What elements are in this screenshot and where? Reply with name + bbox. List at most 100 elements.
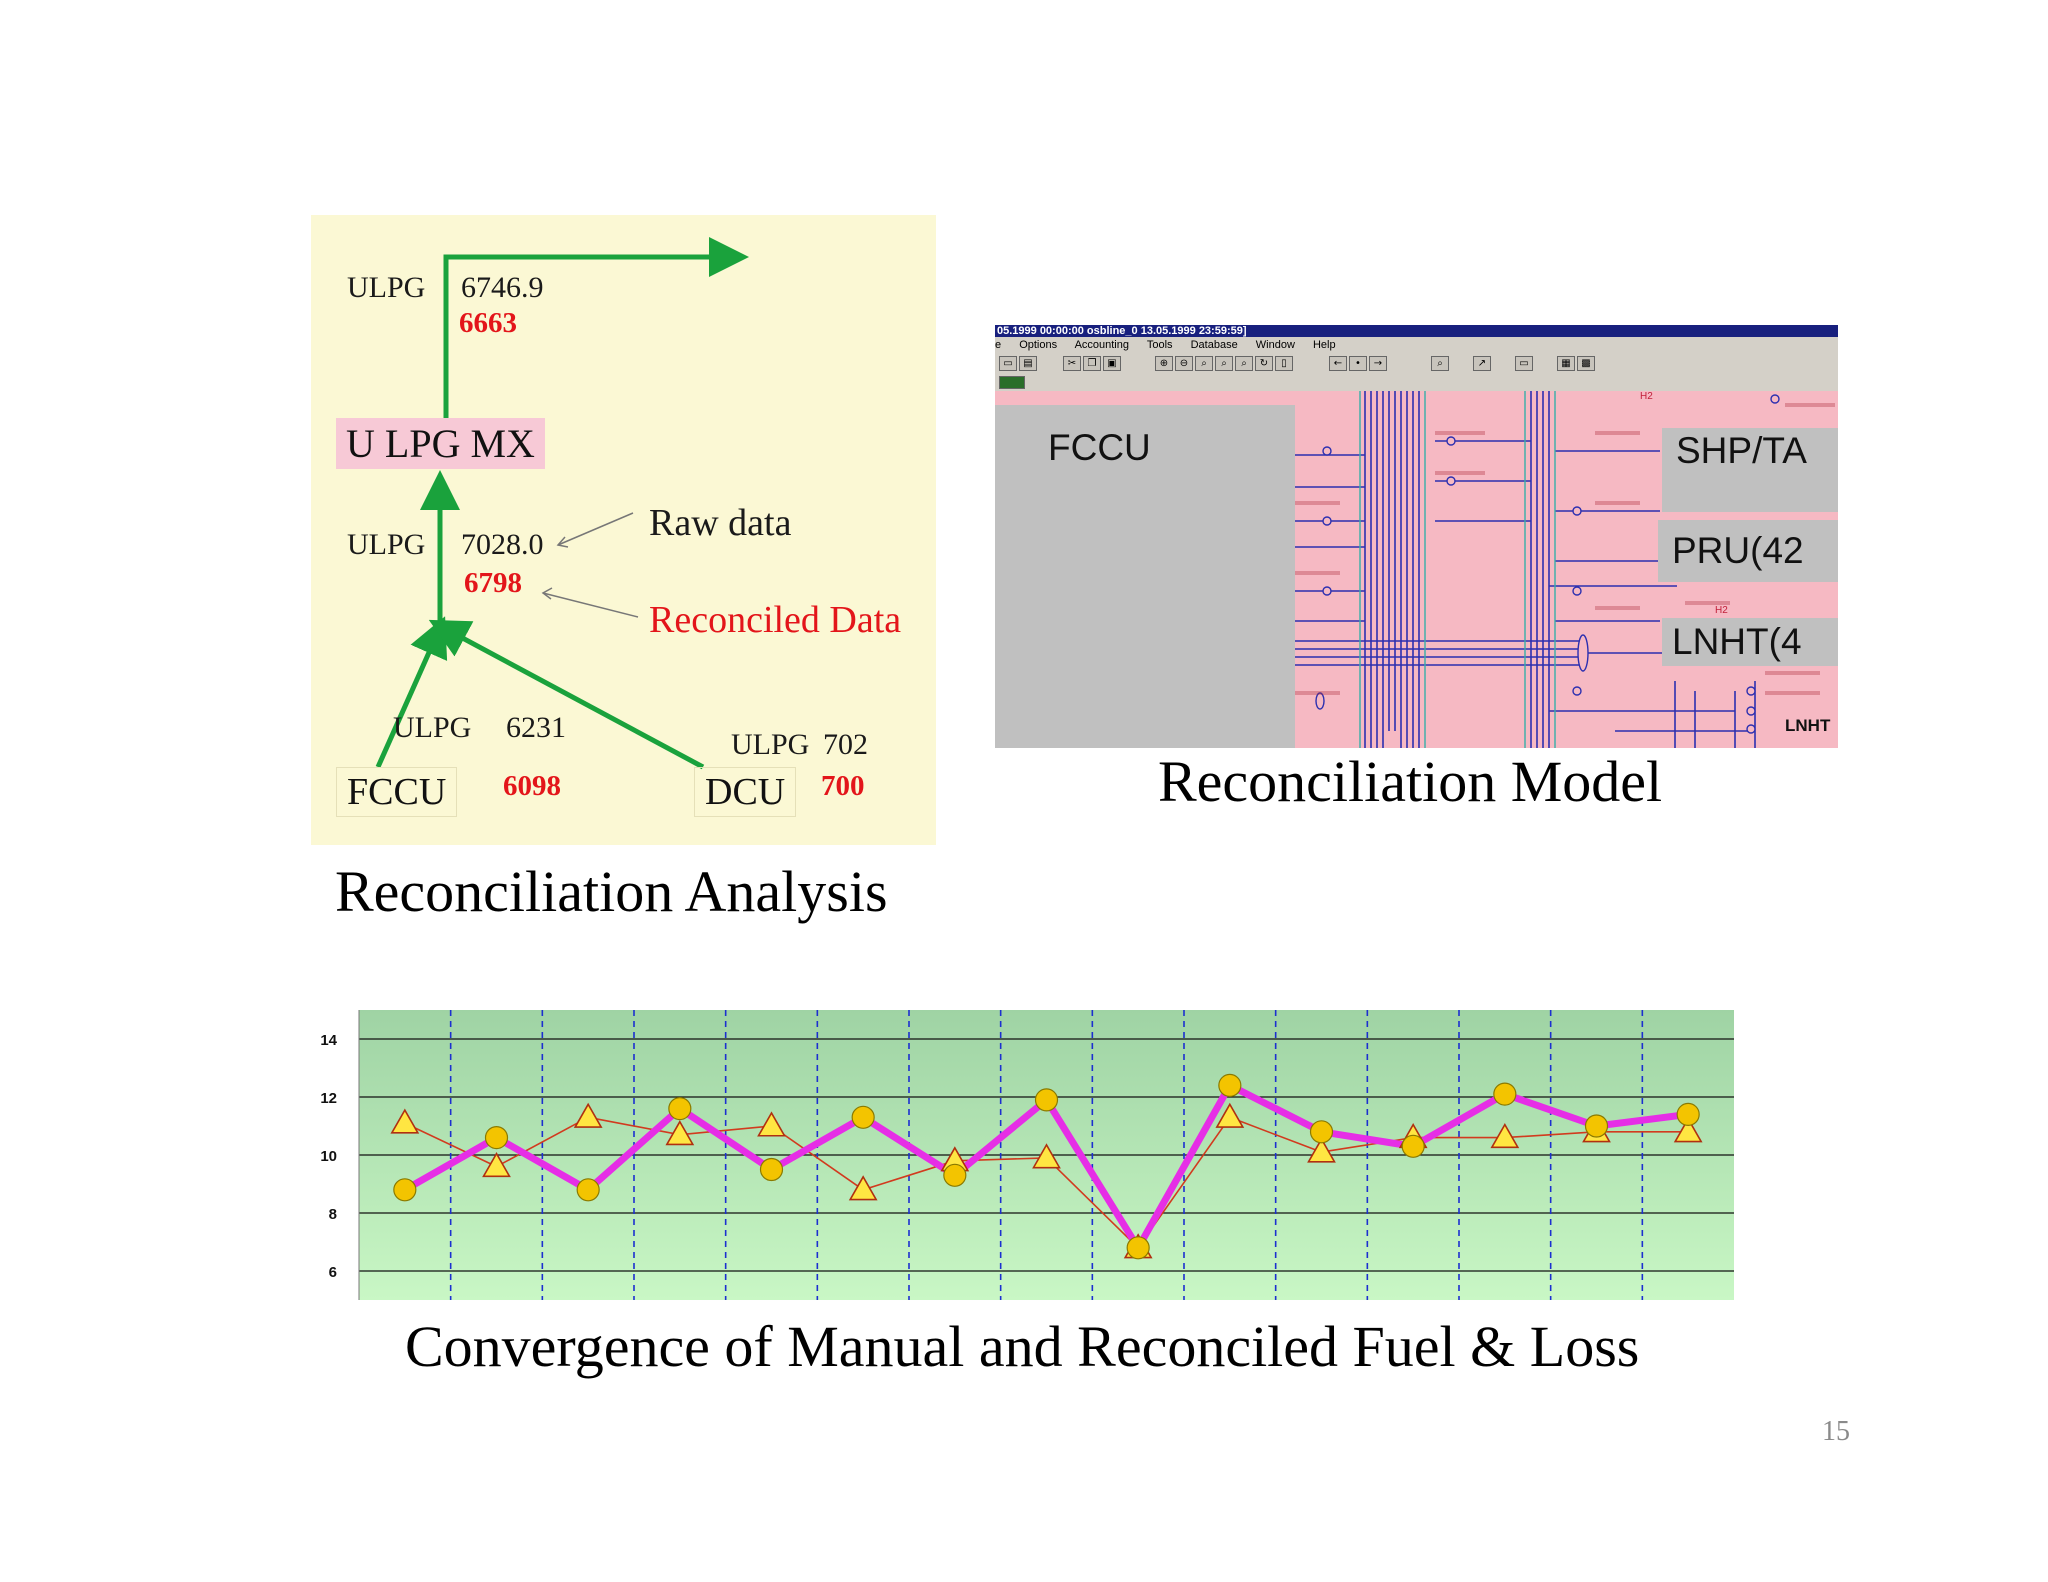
top-raw-value: 6746.9 (461, 271, 544, 304)
fccu-stream-label: ULPG (393, 711, 472, 744)
circle-point (484, 1126, 509, 1150)
zoom-in-icon[interactable]: ⊕ (1155, 356, 1173, 371)
page-icon[interactable]: ▯ (1275, 356, 1293, 371)
zoom-fit-icon[interactable]: ⌕ (1215, 356, 1233, 371)
menu-item-file[interactable]: e (995, 339, 1002, 351)
model-toolbar: ▭ ▤ ✂ ❐ ▣ ⊕ ⊖ ⌕ ⌕ ⌕ ↻ ▯ ← • → ⌕ ↗ ▭ ▦ ▩ (995, 353, 1838, 376)
node-icon[interactable]: • (1349, 356, 1367, 371)
export-icon[interactable]: ▦ (1557, 356, 1575, 371)
triangle-point (848, 1175, 878, 1201)
preview-icon[interactable]: ▤ (1019, 356, 1037, 371)
reconciled-data-label: Reconciled Data (649, 599, 902, 641)
lnht-small-label: LNHT (1785, 716, 1831, 735)
model-subtoolbar (995, 375, 1838, 391)
menu-item-window[interactable]: Window (1255, 339, 1295, 351)
circle-point (1676, 1102, 1700, 1127)
trend-chart-icon[interactable]: ↗ (1473, 356, 1491, 371)
menu-item-accounting[interactable]: Accounting (1074, 339, 1129, 351)
copy-icon[interactable]: ❐ (1083, 356, 1101, 371)
h2-label-mid: H2 (1715, 605, 1728, 616)
pru-unit-block[interactable]: PRU(42 (1658, 520, 1838, 582)
convergence-chart: 6 8 10 12 14 (320, 1010, 1734, 1300)
arrow-left-icon[interactable]: ← (1329, 356, 1347, 371)
layer-icon[interactable] (999, 376, 1025, 389)
reconciliation-analysis-diagram: ULPG 6746.9 6663 U LPG MX ULPG 7028.0 67… (311, 215, 936, 845)
triangle-point (1032, 1143, 1061, 1169)
y-tick-label: 8 (329, 1206, 337, 1223)
fccu-branch-arrow (375, 616, 448, 769)
triangle-point (1673, 1117, 1703, 1143)
y-axis-ticks: 6 8 10 12 14 (320, 1032, 337, 1281)
reconciliation-model-screenshot: 05.1999 00:00:00 osbline_0 13.05.1999 23… (995, 325, 1838, 748)
circle-point (668, 1096, 692, 1121)
menu-item-tools[interactable]: Tools (1146, 339, 1173, 351)
y-tick-label: 14 (320, 1032, 337, 1049)
circle-point (576, 1178, 600, 1202)
triangle-point (665, 1120, 695, 1146)
shp-unit-block[interactable]: SHP/TA (1662, 428, 1838, 512)
markers-circle (393, 1073, 1700, 1260)
menu-item-options[interactable]: Options (1019, 339, 1058, 351)
dcu-branch-arrow (428, 619, 705, 770)
fccu-reconciled-value: 6098 (503, 770, 561, 802)
shp-unit-label: SHP/TA (1676, 430, 1807, 471)
dcu-stream-label: ULPG (731, 728, 810, 761)
triangle-point (482, 1151, 511, 1178)
triangle-point (1490, 1122, 1520, 1149)
dcu-box: DCU (694, 767, 797, 817)
window-icon[interactable]: ▭ (1515, 356, 1533, 371)
raw-data-label: Raw data (649, 502, 792, 544)
model-caption: Reconciliation Model (1158, 749, 1663, 814)
triangle-point (1215, 1102, 1245, 1128)
zoom-reset-icon[interactable]: ⌕ (1235, 356, 1253, 371)
cut-icon[interactable]: ✂ (1063, 356, 1081, 371)
circle-point (1034, 1088, 1059, 1112)
fccu-unit-block[interactable]: FCCU (995, 405, 1295, 748)
triangle-point (573, 1102, 603, 1128)
fccu-raw-value: 6231 (506, 711, 566, 744)
circle-point (1126, 1236, 1150, 1260)
arrow-right-icon[interactable]: → (1369, 356, 1387, 371)
triangle-point (1307, 1137, 1336, 1163)
menu-item-database[interactable]: Database (1190, 339, 1238, 351)
import-icon[interactable]: ▩ (1577, 356, 1595, 371)
y-tick-label: 6 (329, 1264, 337, 1281)
circle-point (393, 1178, 417, 1202)
circle-point (1493, 1082, 1517, 1106)
h2-label-top: H2 (1640, 391, 1653, 402)
search-icon[interactable]: ⌕ (1431, 356, 1449, 371)
y-tick-label: 10 (320, 1148, 337, 1165)
page-number: 15 (1822, 1416, 1850, 1447)
paste-icon[interactable]: ▣ (1103, 356, 1121, 371)
outflow-arrow (443, 237, 749, 420)
mid-stream-label: ULPG (347, 528, 426, 561)
zoom-out-icon[interactable]: ⊖ (1175, 356, 1193, 371)
circle-point (1401, 1134, 1425, 1158)
zoom-icon[interactable]: ⌕ (1195, 356, 1213, 371)
dcu-raw-value: 702 (823, 728, 868, 761)
y-tick-label: 12 (320, 1090, 337, 1107)
refresh-icon[interactable]: ↻ (1255, 356, 1273, 371)
reconciled-data-pointer (542, 592, 639, 618)
chart-caption: Convergence of Manual and Reconciled Fue… (405, 1314, 1640, 1379)
fccu-box: FCCU (336, 767, 458, 817)
dcu-reconciled-value: 700 (821, 770, 865, 802)
mid-raw-value: 7028.0 (461, 528, 544, 561)
triangle-point (390, 1108, 420, 1134)
top-stream-label: ULPG (347, 271, 426, 304)
flowsheet-canvas (1295, 391, 1835, 748)
circle-point (943, 1163, 967, 1187)
circle-point (1309, 1120, 1334, 1144)
top-reconciled-value: 6663 (459, 307, 517, 339)
model-menubar: e Options Accounting Tools Database Wind… (995, 337, 1838, 353)
mixer-box: U LPG MX (336, 418, 545, 469)
raw-data-pointer (557, 512, 634, 546)
circle-point (759, 1157, 784, 1182)
flow-arrows (375, 237, 749, 770)
series (390, 1073, 1703, 1260)
gridlines (359, 1010, 1734, 1300)
lnht-unit-block[interactable]: LNHT(4 (1662, 618, 1838, 666)
print-icon[interactable]: ▭ (999, 356, 1017, 371)
menu-item-help[interactable]: Help (1312, 339, 1336, 351)
lnht-unit-label: LNHT(4 (1672, 621, 1802, 662)
